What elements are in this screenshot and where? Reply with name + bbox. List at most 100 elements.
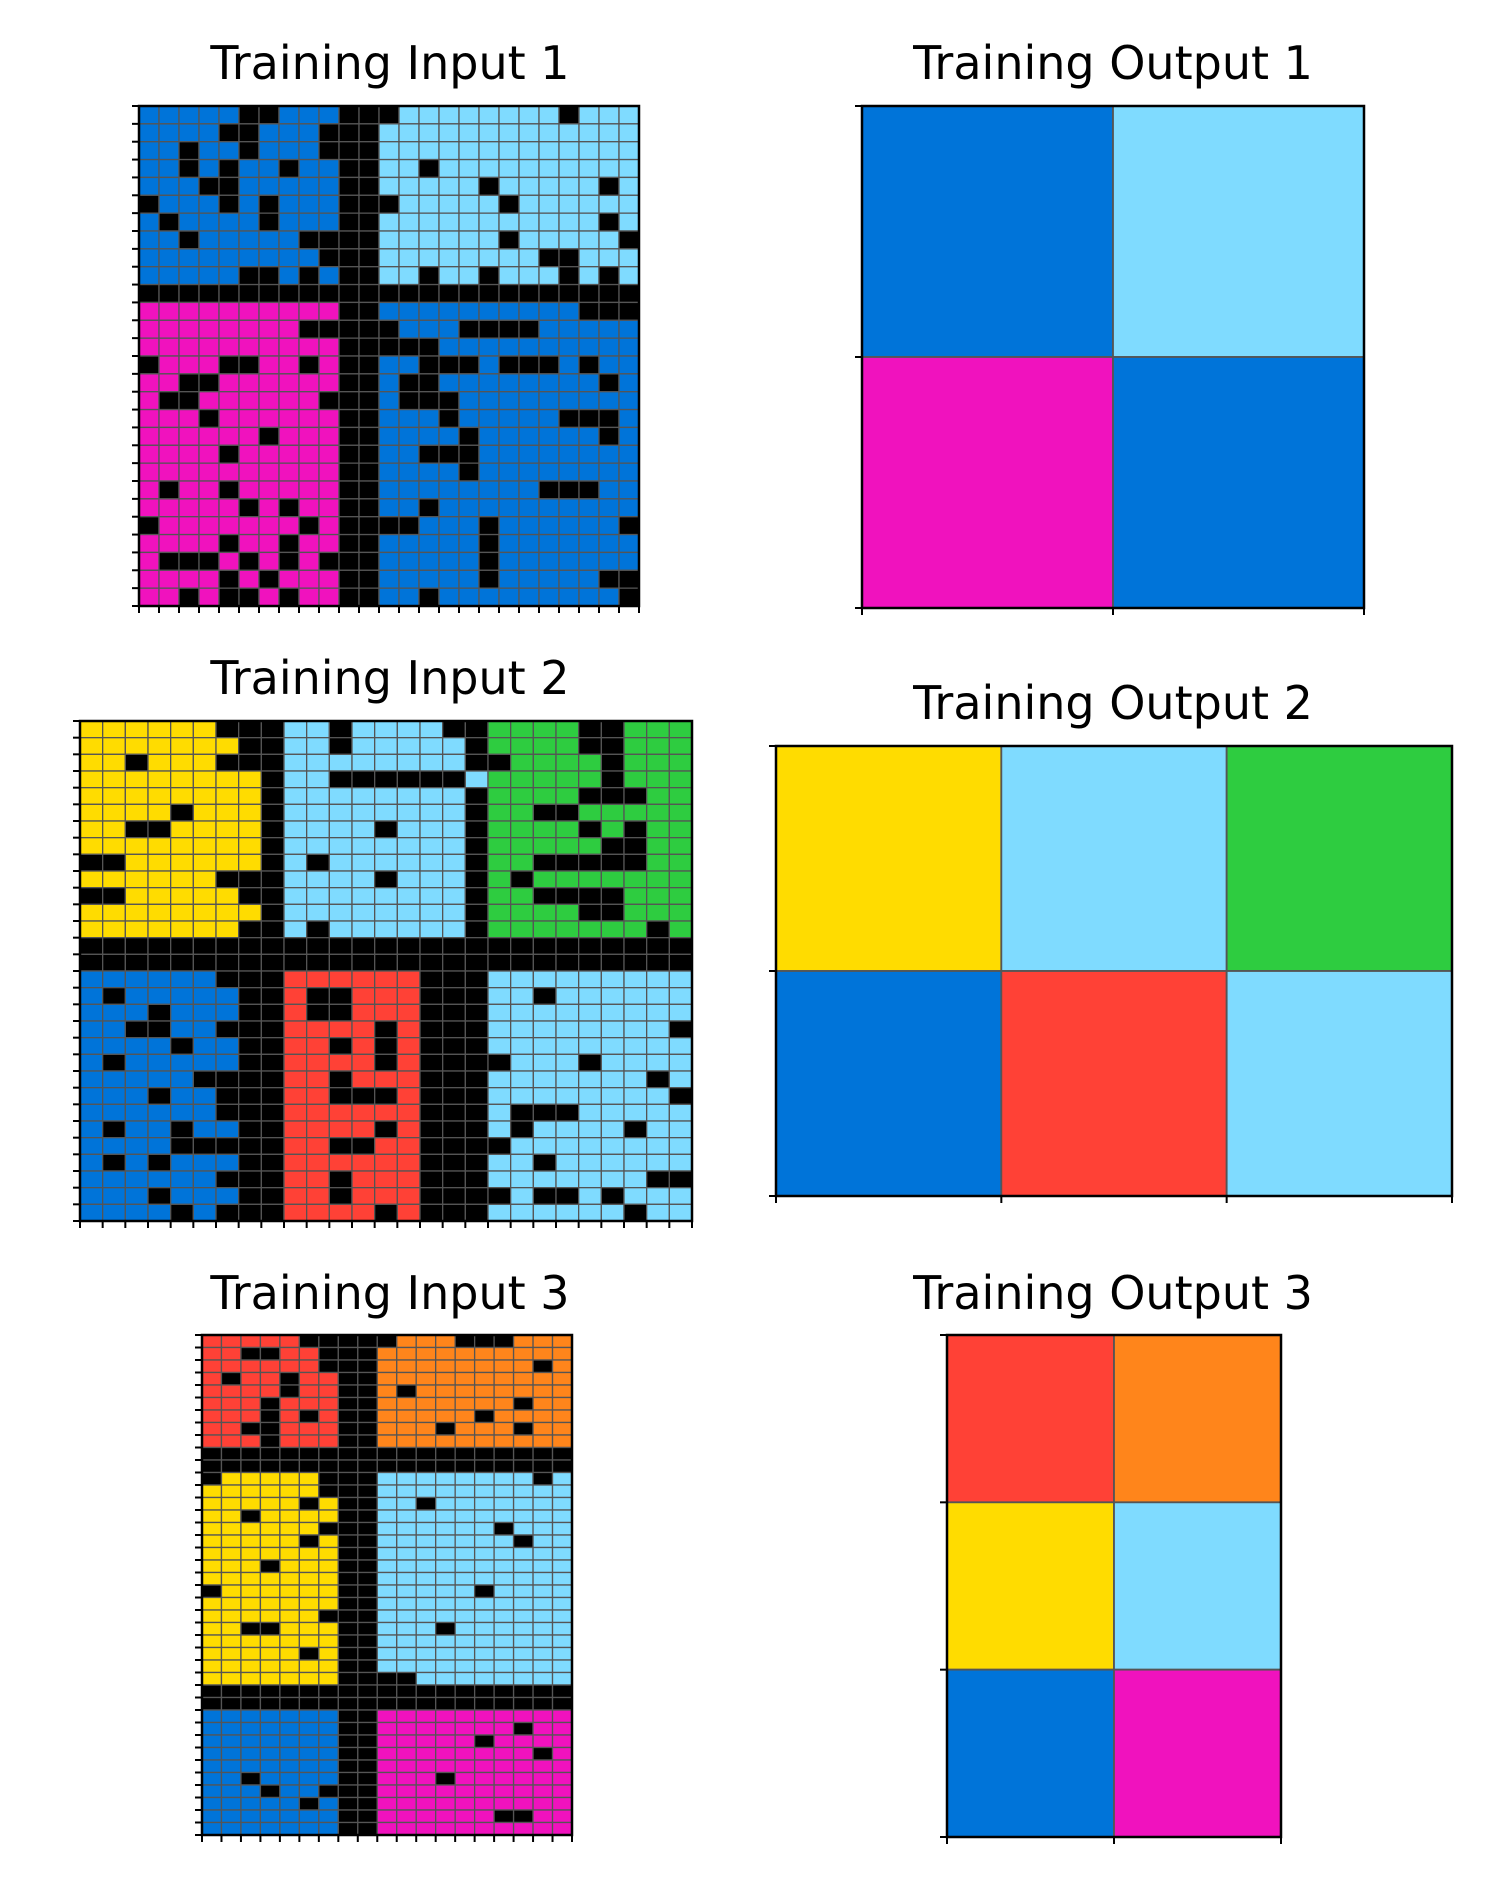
grid-cell <box>487 1203 512 1222</box>
grid-cell <box>518 516 540 536</box>
grid-cell <box>279 1471 301 1486</box>
grid-cell <box>464 803 489 822</box>
grid-cell <box>351 1087 376 1105</box>
grid-cell <box>454 1671 476 1686</box>
grid-cell <box>79 987 104 1005</box>
grid-cell <box>464 937 489 955</box>
grid-cell <box>260 870 285 889</box>
grid-cell <box>435 1734 456 1749</box>
grid-cell <box>278 516 300 536</box>
grid-cell <box>374 787 398 805</box>
grid-cell <box>283 1020 308 1039</box>
grid-cell <box>473 1621 495 1636</box>
grid-cell <box>240 1671 262 1686</box>
grid-cell <box>328 1120 353 1139</box>
grid-cell <box>79 787 104 805</box>
grid-cell <box>170 1003 194 1022</box>
grid-cell <box>378 230 400 250</box>
grid-cell <box>415 1596 437 1611</box>
grid-cell <box>279 1496 301 1511</box>
grid-cell <box>623 803 648 822</box>
grid-cell <box>396 1696 417 1711</box>
grid-cell <box>357 1421 378 1436</box>
grid-cell <box>283 753 308 772</box>
grid-cell <box>318 373 340 393</box>
grid-cell <box>158 141 180 161</box>
grid-cell <box>374 737 398 755</box>
grid-cell <box>260 970 285 989</box>
grid-cell <box>283 737 308 755</box>
grid-cell <box>147 720 172 739</box>
grid-cell <box>512 1484 534 1499</box>
grid-cell <box>215 1170 240 1189</box>
grid-cell <box>442 1103 466 1122</box>
grid-cell <box>473 1746 495 1761</box>
grid-cell <box>623 1203 648 1222</box>
grid-cell <box>600 970 625 989</box>
grid-cell <box>138 444 160 464</box>
grid-cell <box>298 1484 320 1499</box>
grid-cell <box>279 1696 301 1711</box>
grid-cell <box>512 1471 534 1486</box>
grid-cell <box>532 937 557 955</box>
grid-cell <box>532 1434 554 1449</box>
grid-cell <box>442 1203 466 1222</box>
grid-cell <box>668 937 693 955</box>
grid-cell <box>378 123 400 143</box>
grid-cell <box>201 1784 223 1799</box>
grid-cell <box>198 158 220 179</box>
grid-cell <box>374 770 398 789</box>
grid-cell <box>238 1187 262 1205</box>
grid-cell <box>259 1534 281 1549</box>
grid-cell <box>102 937 126 955</box>
grid-cell <box>435 1821 456 1836</box>
grid-cell <box>551 1534 573 1549</box>
grid-cell <box>138 516 160 536</box>
grid-cell <box>668 1070 693 1089</box>
grid-cell <box>435 1671 456 1686</box>
grid-cell <box>464 970 489 989</box>
grid-cell <box>454 1709 476 1724</box>
grid-cell <box>298 1459 320 1474</box>
grid-cell <box>328 853 353 872</box>
grid-cell <box>668 837 693 855</box>
grid-cell <box>646 770 670 789</box>
grid-cell <box>438 587 460 607</box>
grid-cell <box>338 123 360 143</box>
grid-cell <box>578 230 600 250</box>
grid-cell <box>318 105 340 125</box>
grid-cell <box>102 853 126 872</box>
grid-cell <box>192 803 217 822</box>
grid-cell <box>378 462 400 482</box>
grid-cell <box>398 230 420 250</box>
grid-cell <box>418 355 440 375</box>
grid-cell <box>518 480 540 500</box>
grid-cell <box>435 1646 456 1661</box>
grid-cell <box>498 230 520 250</box>
grid-cell <box>558 391 580 411</box>
grid-cell <box>283 920 308 939</box>
grid-cell <box>551 1609 573 1624</box>
grid-cell <box>318 1696 339 1711</box>
grid-cell <box>124 787 149 805</box>
grid-cell <box>438 248 460 268</box>
grid-cell <box>398 391 420 411</box>
grid-cell <box>493 1734 515 1749</box>
grid-cell <box>124 887 149 905</box>
grid-cell <box>558 516 580 536</box>
grid-cell <box>555 803 580 822</box>
grid-cell <box>318 1409 339 1424</box>
grid-cell <box>438 480 460 500</box>
grid-cell <box>158 462 180 482</box>
grid-cell <box>260 887 285 905</box>
grid-cell <box>220 1359 242 1374</box>
grid-cell <box>147 1003 172 1022</box>
grid-cell <box>138 337 160 357</box>
grid-cell <box>278 230 300 250</box>
grid-cell <box>306 920 330 939</box>
grid-cell <box>298 1759 320 1774</box>
grid-cell <box>337 1821 359 1836</box>
grid-cell <box>668 1170 693 1189</box>
grid-cell <box>318 1334 339 1349</box>
grid-cell <box>318 158 340 179</box>
